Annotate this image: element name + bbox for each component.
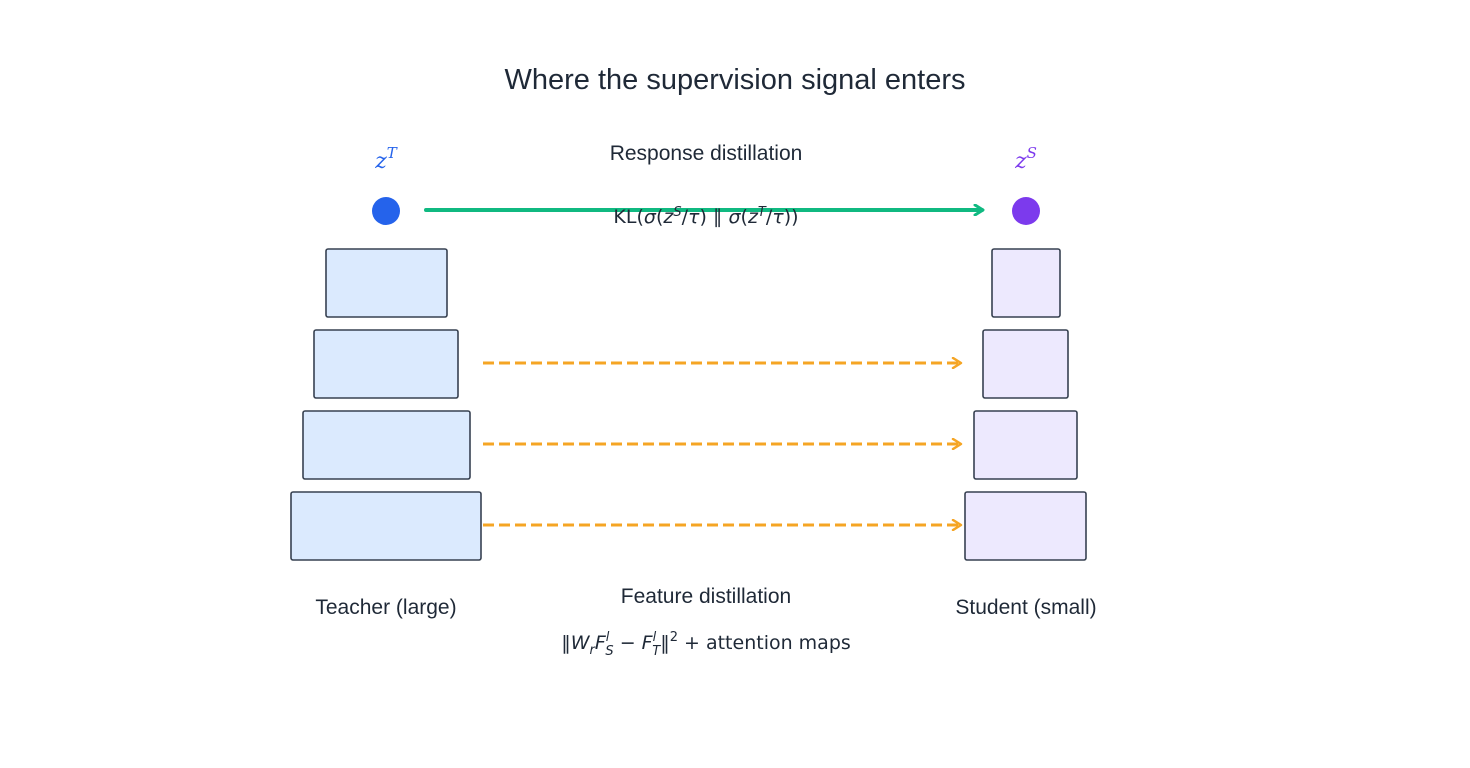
student-label: Student (small) [955,596,1096,619]
teacher-logit-label: zT [374,144,398,174]
student-layer-block [991,248,1061,318]
teacher-layer-block [302,410,471,480]
feature-distillation-label: Feature distillation [621,585,791,608]
student-layer-block [973,410,1078,480]
student-layer-block [964,491,1087,561]
response-distillation-label: Response distillation [610,142,803,165]
student-logit-label: zS [1014,144,1037,174]
teacher-layer-block [325,248,448,318]
page-title: Where the supervision signal enters [504,64,965,96]
teacher-label: Teacher (large) [315,596,456,619]
student-logit-node [1012,197,1040,225]
feature-distillation-arrows [483,363,960,525]
response-formula: KL(σ(zS/τ) ∥ σ(zT/τ)) [613,205,798,228]
teacher-logit-node [372,197,400,225]
teacher-layer-block [290,491,482,561]
teacher-layer-block [313,329,459,399]
teacher-network [290,248,482,561]
student-network [964,248,1087,561]
student-layer-block [982,329,1069,399]
